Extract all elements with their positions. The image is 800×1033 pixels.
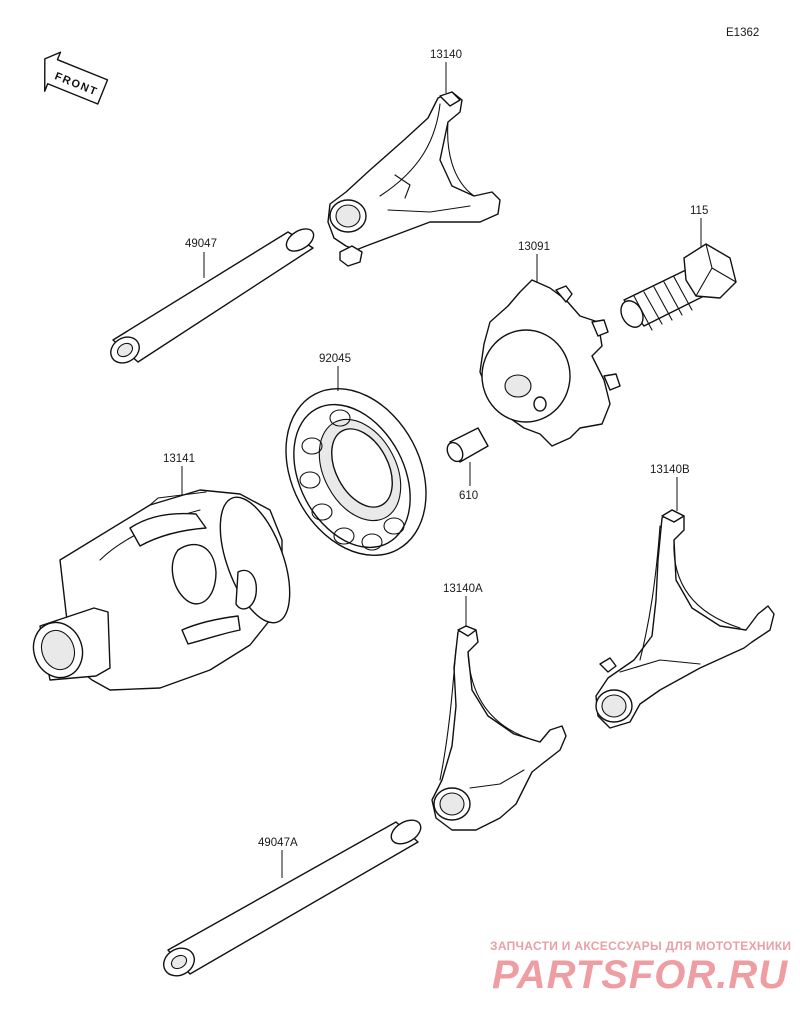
label-13091: 13091 xyxy=(518,241,550,253)
diagram-code: E1362 xyxy=(726,27,759,39)
fork-13140 xyxy=(327,91,501,267)
label-92045: 92045 xyxy=(319,353,351,365)
drum-13141 xyxy=(32,489,291,691)
shaft-49047a xyxy=(162,819,422,977)
label-13140b: 13140B xyxy=(650,464,690,476)
label-610: 610 xyxy=(459,490,478,502)
shaft-49047 xyxy=(110,228,315,364)
label-13140a: 13140A xyxy=(443,583,483,595)
front-arrow-icon: FRONT xyxy=(44,51,109,105)
label-13141: 13141 xyxy=(163,453,195,465)
watermark-logo: PARTSFOR.RU xyxy=(492,953,788,997)
watermark-tagline: ЗАПЧАСТИ И АКСЕССУАРЫ ДЛЯ МОТОТЕХНИКИ xyxy=(490,939,791,953)
fork-13140a xyxy=(431,625,567,831)
cam-plate-13091 xyxy=(479,279,621,447)
fork-13140b xyxy=(595,509,775,729)
label-49047a: 49047A xyxy=(258,837,298,849)
label-13140: 13140 xyxy=(430,49,462,61)
bolt-115 xyxy=(620,243,737,331)
label-115: 115 xyxy=(690,205,708,217)
label-49047: 49047 xyxy=(185,238,217,250)
pin-610 xyxy=(446,427,489,463)
bearing-92045 xyxy=(285,387,427,557)
